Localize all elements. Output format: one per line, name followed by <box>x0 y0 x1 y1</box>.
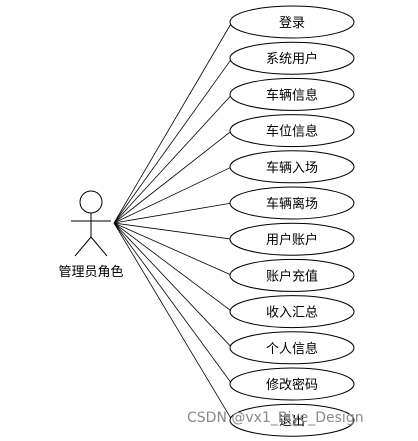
use-case-ellipse <box>229 150 355 184</box>
use-case-label: 退出 <box>279 414 305 429</box>
use-case-ellipse <box>229 186 355 220</box>
association-line <box>113 166 233 224</box>
association-line <box>113 21 233 224</box>
use-case-label: 车辆离场 <box>266 196 318 212</box>
actor-figure: 管理员角色 <box>58 190 124 280</box>
association-line <box>113 222 233 312</box>
use-case: 系统用户 <box>229 41 355 75</box>
use-case: 登录 <box>229 5 355 39</box>
use-case-label: 车位信息 <box>266 124 318 140</box>
association-line <box>113 222 233 385</box>
use-case-ellipse <box>229 258 355 292</box>
use-case: 车位信息 <box>229 114 355 148</box>
use-cases: 登录系统用户车辆信息车位信息车辆入场车辆离场用户账户账户充值收入汇总个人信息修改… <box>229 5 355 437</box>
actor-label: 管理员角色 <box>58 264 123 280</box>
use-case-ellipse <box>229 367 355 401</box>
use-case-label: 系统用户 <box>266 51 318 67</box>
use-case: 账户充值 <box>229 258 355 292</box>
association-line <box>113 222 233 421</box>
use-case-label: 收入汇总 <box>266 306 318 321</box>
use-case-label: 账户充值 <box>266 268 318 284</box>
association-line <box>113 202 233 224</box>
use-case-label: 车辆入场 <box>266 160 318 176</box>
use-case: 收入汇总 <box>229 295 355 329</box>
use-case-ellipse <box>229 114 355 148</box>
association-line <box>113 222 233 240</box>
use-case: 车辆信息 <box>229 77 355 111</box>
use-case: 用户账户 <box>229 222 355 256</box>
use-case-ellipse <box>229 41 355 75</box>
use-case: 车辆入场 <box>229 150 355 184</box>
use-case-ellipse <box>229 77 355 111</box>
actor-right-leg <box>90 236 108 257</box>
use-case: 修改密码 <box>229 367 355 401</box>
actor-left-leg <box>74 236 92 257</box>
watermark: CSDN @vx1_Biye_Design <box>187 410 364 426</box>
use-case-label: 个人信息 <box>266 341 318 357</box>
use-case-ellipse <box>229 331 355 365</box>
use-case-label: 登录 <box>279 16 305 31</box>
association-line <box>113 222 233 349</box>
use-case-ellipse <box>229 222 355 256</box>
use-case: 个人信息 <box>229 331 355 365</box>
use-case-label: 车辆信息 <box>266 87 318 103</box>
use-case-label: 用户账户 <box>266 232 318 248</box>
use-case: 退出 <box>229 403 355 437</box>
association-line <box>113 94 233 224</box>
actor-head <box>79 190 103 214</box>
use-case-ellipse <box>229 403 355 437</box>
association-line <box>113 130 233 224</box>
use-case: 车辆离场 <box>229 186 355 220</box>
use-case-ellipse <box>229 5 355 39</box>
use-case-label: 修改密码 <box>266 377 318 393</box>
association-line <box>113 57 233 224</box>
association-lines <box>113 21 233 421</box>
association-line <box>113 222 233 276</box>
use-case-ellipse <box>229 295 355 329</box>
